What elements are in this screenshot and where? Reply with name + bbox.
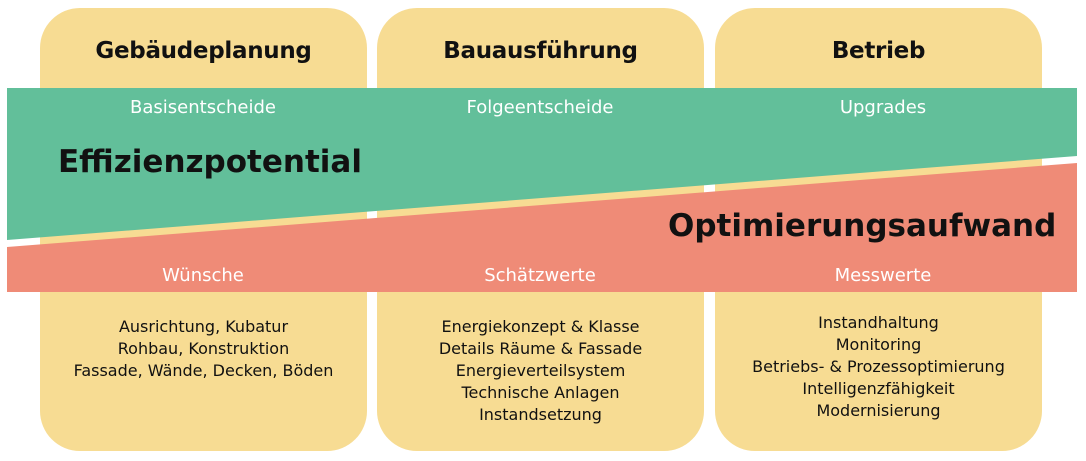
list-item: Modernisierung xyxy=(816,401,941,420)
list-item: Rohbau, Konstruktion xyxy=(117,339,290,358)
phase-title-planning: Gebäudeplanung xyxy=(95,38,312,64)
top-label-operation: Upgrades xyxy=(839,97,927,118)
top-label-planning: Basisentscheide xyxy=(130,97,276,118)
list-item: Energieverteilsystem xyxy=(455,361,626,380)
bottom-label-planning: Wünsche xyxy=(162,265,244,286)
bottom-label-construction: Schätzwerte xyxy=(484,265,596,286)
list-item: Ausrichtung, Kubatur xyxy=(118,317,289,336)
phase-title-construction: Bauausführung xyxy=(443,38,638,64)
efficiency-label: Effizienzpotential xyxy=(58,144,362,180)
list-item: Instandsetzung xyxy=(479,405,602,424)
item-list-construction: Energiekonzept & Klasse Details Räume & … xyxy=(377,316,704,426)
phase-title-operation: Betrieb xyxy=(831,38,926,64)
effort-label: Optimierungsaufwand xyxy=(668,208,1057,244)
list-item: Technische Anlagen xyxy=(461,383,620,402)
efficiency-band xyxy=(7,88,1077,240)
effort-band xyxy=(7,163,1077,292)
list-item: Details Räume & Fassade xyxy=(438,339,643,358)
item-list-operation: Instandhaltung Monitoring Betriebs- & Pr… xyxy=(715,312,1042,422)
list-item: Fassade, Wände, Decken, Böden xyxy=(73,361,334,380)
list-item: Energiekonzept & Klasse xyxy=(441,317,640,336)
list-item: Betriebs- & Prozessoptimierung xyxy=(752,357,1005,376)
list-item: Monitoring xyxy=(835,335,922,354)
list-item: Intelligenzfähigkeit xyxy=(802,379,955,398)
top-label-construction: Folgeentscheide xyxy=(466,97,614,118)
item-list-planning: Ausrichtung, Kubatur Rohbau, Konstruktio… xyxy=(40,316,367,382)
list-item: Instandhaltung xyxy=(818,313,939,332)
bottom-label-operation: Messwerte xyxy=(834,265,932,286)
